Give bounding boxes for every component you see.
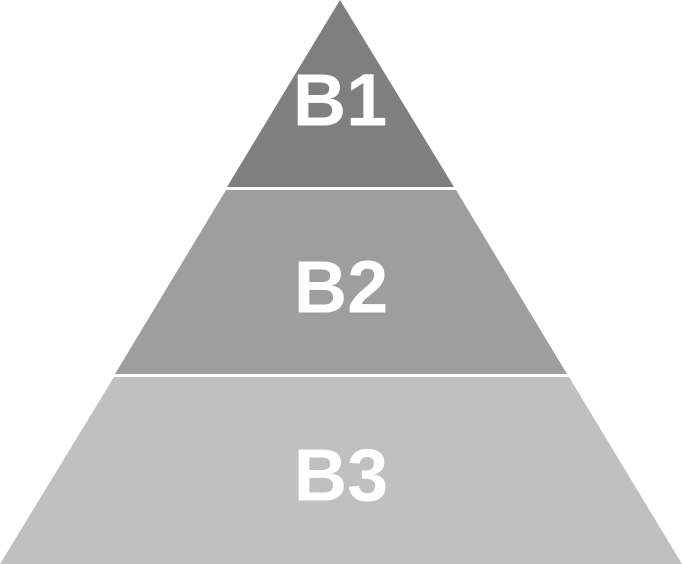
pyramid-tier-b2-label: B2: [294, 246, 389, 329]
pyramid-tier-b2: [115, 190, 567, 374]
pyramid-tier-b3-label: B3: [294, 434, 389, 517]
pyramid-tier-b1-label: B1: [293, 59, 388, 142]
pyramid-tier-b3: [0, 377, 682, 564]
pyramid-tier-b1: [227, 0, 454, 187]
